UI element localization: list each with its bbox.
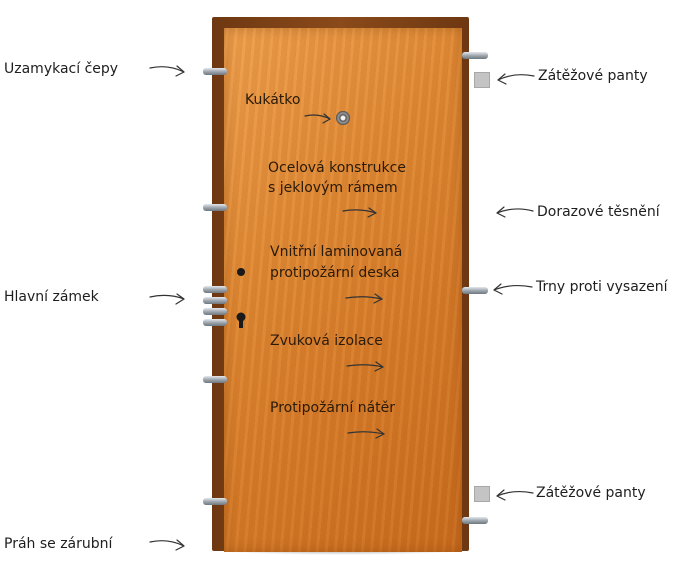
arrow-locking-pins (149, 65, 185, 77)
label-peephole: Kukátko (245, 92, 301, 108)
main-lock-bolt (203, 319, 227, 326)
main-lock-bolt (203, 286, 227, 293)
label-board-line2: protipožární deska (270, 265, 400, 281)
label-stop-seal: Dorazové těsnění (537, 204, 660, 220)
arrow-hinges-top (497, 73, 535, 85)
label-anti-removal-pins: Trny proti vysazení (536, 279, 668, 295)
locking-pin (203, 376, 227, 383)
arrow-hinges-bottom (496, 489, 534, 501)
locking-pin (203, 498, 227, 505)
label-hinges-bottom: Zátěžové panty (536, 485, 646, 501)
lock-cylinder-icon (237, 268, 245, 276)
locking-pin (203, 204, 227, 211)
arrow-stop-seal (496, 206, 534, 218)
arrow-sound (346, 361, 384, 372)
keyhole-icon (236, 312, 246, 328)
heavy-duty-hinge (474, 486, 490, 502)
label-sound-insulation: Zvuková izolace (270, 333, 383, 349)
arrow-anti-removal (493, 283, 533, 295)
main-lock-bolt (203, 308, 227, 315)
label-fire-coating: Protipožární nátěr (270, 400, 396, 416)
label-main-lock: Hlavní zámek (4, 289, 99, 305)
label-hinges-top: Zátěžové panty (538, 68, 648, 84)
arrow-board (345, 293, 383, 304)
label-board-line1: Vnitřní laminovaná (270, 244, 403, 260)
anti-removal-pin (462, 287, 488, 294)
arrow-coating (347, 428, 385, 439)
arrow-threshold (149, 539, 185, 551)
label-steel-line1: Ocelová konstrukce (268, 160, 406, 176)
label-steel-line2: s jeklovým rámem (268, 180, 398, 196)
arrow-steel (342, 207, 377, 218)
arrow-peephole (304, 113, 331, 124)
main-lock-bolt (203, 297, 227, 304)
arrow-main-lock (149, 293, 185, 305)
heavy-duty-hinge (474, 72, 490, 88)
locking-pin (203, 68, 227, 75)
label-locking-pins: Uzamykací čepy (4, 61, 119, 77)
anti-removal-pin (462, 517, 488, 524)
anti-removal-pin (462, 52, 488, 59)
label-threshold: Práh se zárubní (4, 536, 113, 552)
peephole-icon (336, 111, 350, 125)
